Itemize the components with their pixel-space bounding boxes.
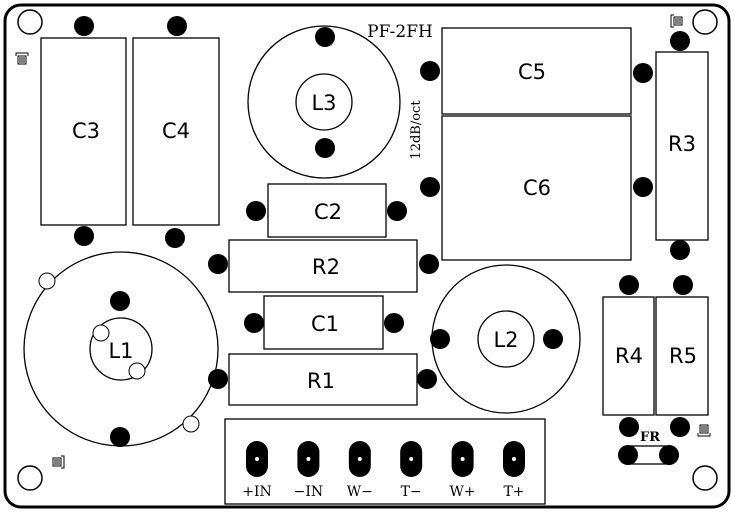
mounting-holes [17,9,718,491]
resistor-r1: R1 [208,353,437,406]
l3-pad-top [315,27,335,47]
r3-pad-top [670,31,690,51]
terminal-pad-hole [460,457,465,461]
fuse-fr: FR [618,430,679,465]
r5-pad-bottom [670,417,690,437]
c5-pad-left [420,61,440,81]
l3-pad-bottom [315,138,335,158]
l1-pad-top [110,291,130,311]
terminal-label: +IN [242,484,272,500]
terminal-pad-hole [512,457,516,461]
inductor-l1: L1 [23,251,219,447]
inductor-l3: L3 [247,25,401,179]
slope-label: 12dB/oct [409,100,424,160]
l3-label: L3 [311,91,336,115]
l1-pad-bottom [110,427,130,447]
capacitor-c2: C2 [246,183,407,238]
r3-pad-bottom [670,240,690,260]
capacitor-c3: C3 [40,16,127,246]
c1-label: C1 [311,312,339,336]
c3-pad-bottom [74,226,94,246]
screw-icon [670,14,683,28]
l2-pad-left [430,329,450,349]
board-title: PF-2FH [367,22,433,42]
l1-hole-2 [92,324,110,342]
terminal-list: +IN −IN W− T− W+ T+ [242,441,525,500]
r1-label: R1 [307,369,335,393]
terminal-block [224,418,546,505]
c6-pad-right [633,177,653,197]
terminal-label: T− [401,484,422,500]
terminal-label: W− [347,484,373,500]
screw-icon [697,424,711,437]
c3-pad-top [74,16,94,36]
c4-pad-bottom [165,228,185,248]
r1-pad-left [208,369,228,389]
terminal-pad-hole [306,457,311,461]
terminal-pad-hole [255,457,259,461]
c3-label: C3 [72,119,100,143]
terminal-pad-hole [357,457,362,461]
fr-label: FR [640,430,660,445]
screw-icon [15,52,29,65]
capacitor-c4: C4 [132,16,220,248]
c2-pad-right [387,201,407,221]
l1-hole-3 [128,362,146,380]
capacitor-c6: C6 [420,115,653,261]
r2-pad-left [208,254,228,274]
fr-pad-right [659,445,679,465]
c5-pad-right [633,63,653,83]
mounting-hole-top-right [692,9,718,35]
l2-pad-right [543,329,563,349]
l1-label: L1 [108,339,133,363]
r2-label: R2 [312,255,340,279]
r4-label: R4 [615,344,643,368]
c1-pad-right [384,313,404,333]
terminal-label: −IN [294,484,324,500]
capacitor-c5: C5 [420,27,653,115]
c2-label: C2 [314,200,342,224]
c2-pad-left [246,201,266,221]
c4-label: C4 [162,119,190,143]
mounting-hole-bottom-left [17,465,43,491]
c6-label: C6 [523,176,551,200]
fr-pad-left [618,445,638,465]
c4-pad-top [167,16,187,36]
c6-pad-left [420,177,440,197]
resistor-r5: R5 [655,275,709,437]
capacitor-c1: C1 [244,295,404,350]
r5-label: R5 [669,344,697,368]
l1-hole-4 [182,415,200,433]
mounting-hole-top-left [17,9,43,35]
inductor-l2: L2 [430,264,581,414]
l2-label: L2 [493,328,518,352]
r4-pad-bottom [619,417,639,437]
mounting-hole-bottom-right [692,465,718,491]
l1-hole-1 [38,272,56,290]
screw-icon [52,455,65,469]
resistor-r2: R2 [208,239,439,293]
terminal-label: W+ [450,484,476,500]
c1-pad-left [244,313,264,333]
r5-pad-top [673,275,693,295]
terminal-pad-hole [409,457,414,461]
r2-pad-right [419,254,439,274]
resistor-r3: R3 [655,31,709,260]
r4-pad-top [619,275,639,295]
c5-label: C5 [518,60,546,84]
resistor-r4: R4 [602,275,655,437]
r1-pad-right [417,369,437,389]
r3-label: R3 [668,132,696,156]
terminal-label: T+ [503,484,524,500]
